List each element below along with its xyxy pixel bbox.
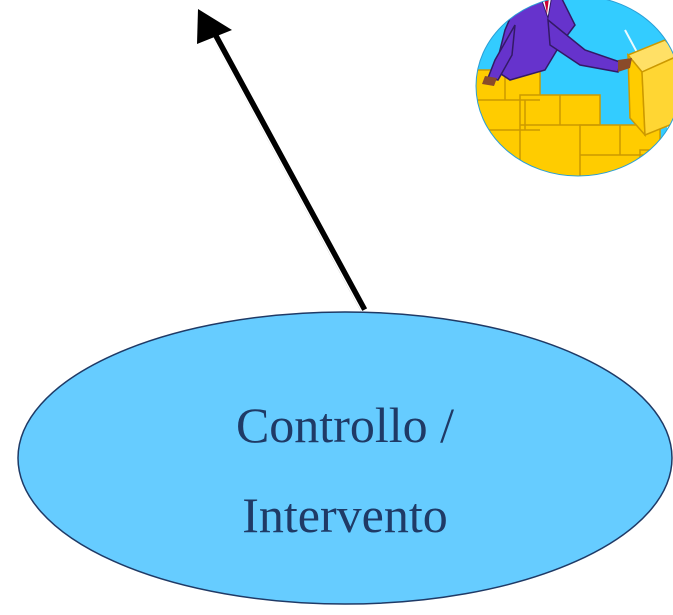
arrow-shaft (208, 28, 368, 312)
arrow-shaft-highlight (211, 35, 363, 313)
gold-block (626, 39, 673, 138)
node-label-line1: Controllo / (236, 397, 454, 453)
businessman-figure (482, 0, 632, 86)
businessman-climbing-stairs-icon (476, 0, 673, 176)
arrow-connector (197, 9, 368, 313)
arrowhead-icon (197, 9, 232, 44)
node-ellipse (17, 311, 673, 605)
clipart-oval-frame (475, 0, 673, 177)
node-label-line2: Intervento (242, 487, 447, 543)
node-controllo-intervento: Controllo / Intervento (17, 311, 673, 605)
